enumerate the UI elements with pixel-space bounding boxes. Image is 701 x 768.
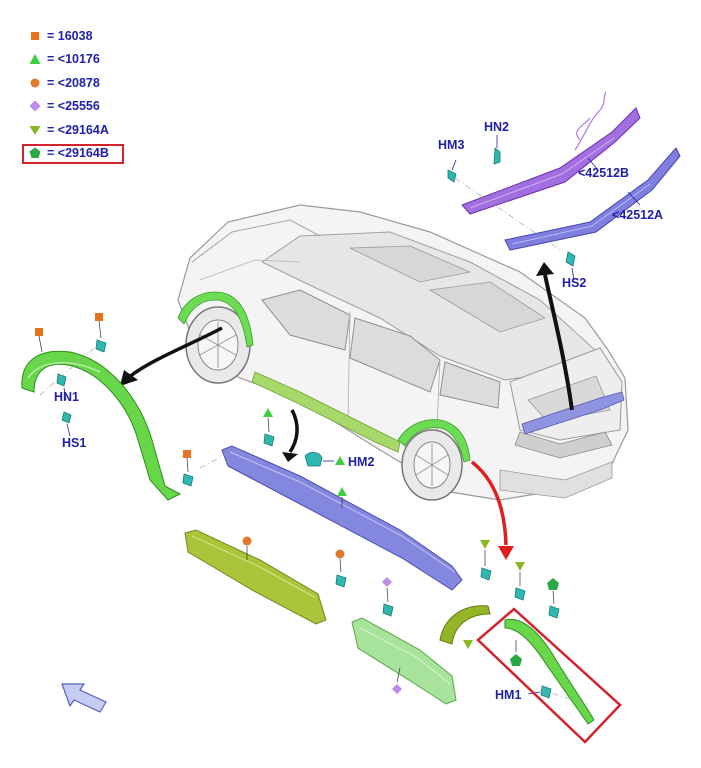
green-triangle-icon [335, 456, 345, 465]
sunroof-front [349, 245, 472, 283]
legend-row-20878: = <20878 [28, 71, 109, 95]
clip-icon [514, 587, 526, 601]
legend-text: = <29164A [47, 122, 109, 137]
clip-hm3 [447, 169, 457, 183]
label-42512a: <42512A [612, 208, 664, 222]
front-wheel [185, 306, 251, 384]
arrow-to-rocker [288, 409, 299, 453]
front-arch-fasteners [35, 313, 194, 487]
clip-icon [95, 339, 107, 353]
clip-icon [480, 567, 492, 581]
rear-bumper [499, 461, 613, 499]
clip-icon [263, 433, 275, 447]
sunroof-rear [428, 281, 546, 333]
olive-triangle-down-icon [29, 125, 41, 135]
rear-arch-inner-piece [439, 605, 491, 645]
label-hs1: HS1 [62, 436, 87, 450]
rear-door-window [349, 317, 441, 393]
rear-molding-fasteners [382, 577, 402, 694]
vehicle-body [177, 204, 629, 501]
hood-line [191, 219, 321, 263]
car-front-arch-highlight [177, 291, 254, 348]
green-pentagon-icon [547, 578, 559, 590]
legend-row-10176: = <10176 [28, 48, 109, 72]
assembly-arrows [120, 262, 574, 560]
legend-text: = <20878 [47, 75, 100, 90]
quarter-window [439, 361, 501, 409]
legend-text: = <25556 [47, 99, 100, 114]
legend-row-16038: = 16038 [28, 24, 109, 48]
spoiler-wiring [574, 91, 607, 151]
car-spoiler-highlight [521, 391, 625, 435]
orange-square-icon [31, 31, 39, 40]
violet-diamond-icon [29, 100, 41, 112]
green-pentagon-icon [510, 654, 522, 666]
clip-icon [182, 473, 194, 487]
arrow-to-rear-flare [470, 460, 508, 546]
olive-triangle-down-icon [463, 640, 473, 649]
green-triangle-icon [337, 487, 347, 496]
legend-row-29164a: = <29164A [28, 118, 109, 142]
olive-triangle-down-icon [480, 540, 490, 549]
front-arch-molding [21, 350, 182, 501]
orange-circle-icon [30, 78, 40, 88]
car-rocker-highlight [251, 371, 401, 453]
label-hs2: HS2 [562, 276, 587, 290]
orange-square-icon [35, 328, 43, 336]
highlight-box-rear-arch [476, 607, 622, 744]
label-hn1: HN1 [54, 390, 80, 404]
legend-text: = <10176 [47, 52, 100, 67]
clip-hm1 [540, 685, 552, 699]
door-seam-1 [347, 311, 351, 421]
front-door-window [261, 289, 351, 351]
olive-triangle-down-icon [515, 562, 525, 571]
clip-hn2 [493, 147, 501, 165]
legend: = 16038 = <10176 = <20878 = <25556 = <29… [22, 24, 124, 166]
rear-wheel [401, 429, 463, 501]
legend-row-29164b: = <29164B [22, 142, 124, 166]
orange-circle-icon [335, 549, 345, 559]
clip-hn1 [56, 373, 67, 387]
rocker-panel [199, 445, 463, 591]
door-molding-front [184, 529, 327, 625]
hood-crease [199, 259, 301, 281]
label-hm1: HM1 [495, 688, 522, 702]
label-42512b: <42512B [578, 166, 630, 180]
green-triangle-icon [29, 54, 41, 65]
door-molding-rear [351, 617, 457, 705]
label-hn2: HN2 [484, 120, 510, 134]
label-hm2: HM2 [348, 455, 375, 469]
clip-hs1 [61, 411, 72, 424]
clip-icon [548, 605, 560, 619]
spoiler-42512b [461, 91, 641, 215]
rear-arch-molding [504, 618, 595, 725]
legend-row-25556: = <25556 [28, 95, 109, 119]
orange-circle-icon [242, 536, 252, 546]
car-rear-arch-highlight [397, 419, 471, 463]
door-molding-fasteners [242, 536, 347, 588]
violet-diamond-icon [382, 577, 392, 587]
spoiler-42512a [504, 147, 681, 251]
legend-text: = 16038 [47, 28, 93, 43]
clip-icon [335, 574, 347, 588]
violet-diamond-icon [392, 684, 402, 694]
clip-hs2 [565, 251, 576, 267]
arrow-to-front-flare [126, 326, 223, 380]
label-hm3: HM3 [438, 138, 465, 152]
rear-arch-fasteners [463, 540, 589, 705]
view-direction-arrow-icon [61, 683, 107, 713]
orange-square-icon [95, 313, 103, 321]
spoiler-fasteners [447, 135, 641, 281]
green-triangle-icon [263, 408, 273, 417]
arrow-to-spoiler [543, 274, 574, 411]
rocker-fasteners [263, 408, 492, 581]
clip-hm2 [304, 452, 323, 467]
tail-light-bar [514, 431, 613, 459]
orange-square-icon [183, 450, 191, 458]
clip-icon [382, 603, 394, 617]
